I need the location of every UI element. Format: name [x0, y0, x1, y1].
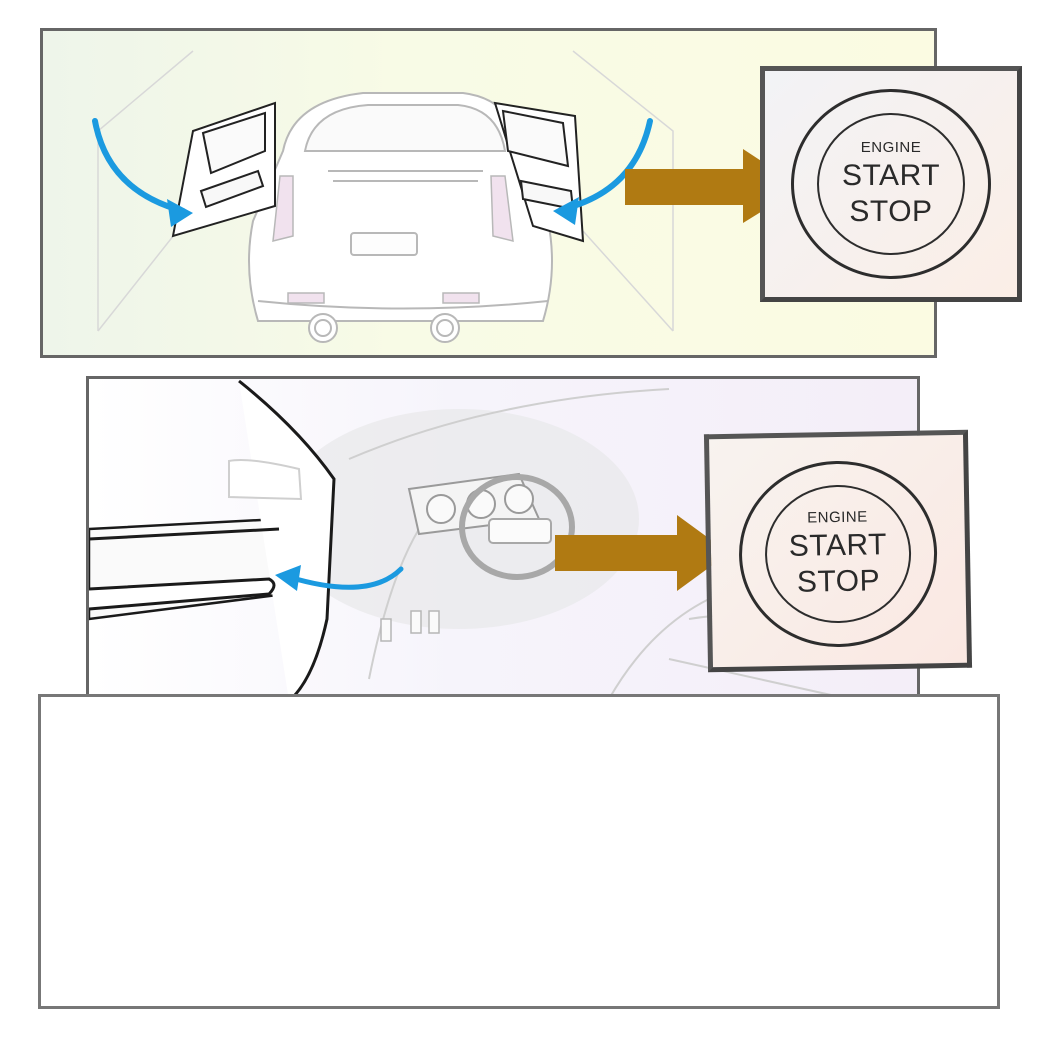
engine-label: ENGINE [806, 507, 868, 527]
car-rear-illustration [92, 50, 801, 343]
start-label: START [841, 158, 941, 192]
start-stop-badge-middle: ENGINE START STOP [703, 429, 973, 673]
start-label: START [788, 527, 888, 563]
stop-label: STOP [796, 563, 881, 599]
start-stop-button-face: ENGINE START STOP [817, 113, 965, 255]
panel-empty [38, 694, 1000, 1009]
stop-label: STOP [849, 194, 933, 228]
right-arrow-icon [555, 515, 729, 591]
car-interior-illustration [89, 379, 850, 701]
start-stop-badge-top: ENGINE START STOP [760, 66, 1022, 302]
engine-label: ENGINE [860, 138, 922, 156]
curved-arrow-icon [286, 566, 404, 590]
curved-arrow-icon [92, 118, 653, 214]
start-stop-button-icon [791, 89, 991, 279]
